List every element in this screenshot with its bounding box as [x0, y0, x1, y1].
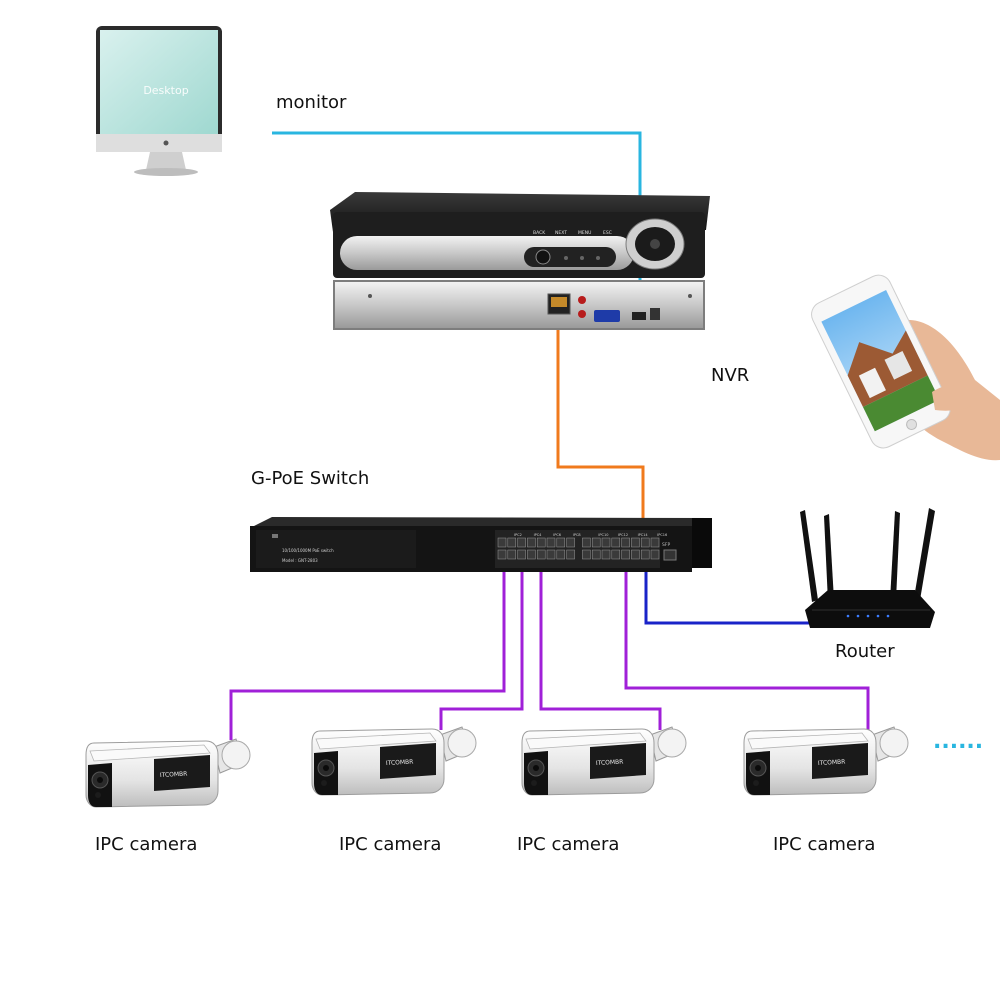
switch-port: [546, 549, 556, 560]
more-cameras-dots: ......: [933, 729, 983, 754]
switch-sfp-label: SFP: [662, 542, 670, 548]
nvr-button-menu: MENU: [578, 230, 591, 236]
switch-port: [497, 537, 507, 548]
switch-port: [536, 549, 546, 560]
switch-port: [621, 549, 630, 560]
router-cable: [644, 563, 820, 625]
switch-port: [640, 537, 650, 548]
nvr-label: NVR: [711, 365, 749, 386]
camera-cable-4: [624, 562, 870, 730]
camera-label-3: IPC camera: [517, 834, 619, 855]
switch-port: [621, 537, 630, 548]
smartphone-device: [811, 274, 1000, 461]
switch-port-label: IPC16: [657, 533, 667, 537]
switch-port: [582, 549, 591, 560]
router-label: Router: [835, 641, 895, 662]
monitor-device: Desktop: [96, 26, 222, 176]
nvr-device: BACK NEXT MENU ESC: [330, 192, 710, 330]
switch-port-grid: [497, 537, 660, 560]
switch-port: [517, 537, 526, 548]
switch-port: [582, 537, 591, 548]
switch-port-label: IPC8: [573, 533, 581, 537]
ipc-camera: ITCOMBR: [521, 726, 687, 796]
switch-port: [650, 549, 660, 560]
switch-port-label: IPC4: [534, 533, 543, 537]
camera-cable-2: [439, 562, 524, 730]
switch-port: [650, 537, 660, 548]
switch-port: [631, 537, 640, 548]
switch-port: [517, 549, 526, 560]
switch-port: [631, 549, 640, 560]
switch-port-labels: IPC2 IPC4 IPC6 IPC8 IPC10 IPC12 IPC14 IPC16: [514, 533, 667, 537]
switch-port-label: IPC10: [598, 533, 608, 537]
switch-port: [507, 537, 517, 548]
switch-port: [591, 537, 601, 548]
switch-port: [527, 537, 536, 548]
switch-port: [640, 549, 650, 560]
ipc-cameras: ITCOMBR ITCOMBR ITCOMBR ITCOMBR: [85, 726, 909, 808]
switch-model-line: 10/100/1000M PoE switch: [282, 548, 334, 553]
switch-port: [601, 537, 611, 548]
switch-port: [566, 537, 575, 548]
nvr-button-next: NEXT: [555, 230, 567, 236]
screen-desktop-text: Desktop: [143, 84, 188, 97]
switch-port: [556, 549, 566, 560]
switch-port-label: IPC14: [638, 533, 649, 537]
switch-port-label: IPC2: [514, 533, 522, 537]
camera-cable-3: [539, 562, 662, 730]
poe-switch-device: 10/100/1000M PoE switch Model : GNT-2803…: [250, 517, 712, 572]
ipc-camera: ITCOMBR: [743, 726, 909, 796]
camera-label-1: IPC camera: [95, 834, 197, 855]
switch-port: [527, 549, 536, 560]
switch-port: [507, 549, 517, 560]
camera-brand-text: ITCOMBR: [596, 759, 624, 767]
camera-brand-text: ITCOMBR: [160, 771, 188, 779]
switch-port: [611, 549, 621, 560]
switch-port: [601, 549, 611, 560]
ipc-camera: ITCOMBR: [85, 738, 251, 808]
monitor-label: monitor: [276, 92, 347, 113]
switch-port: [497, 549, 507, 560]
switch-port: [611, 537, 621, 548]
camera-label-2: IPC camera: [339, 834, 441, 855]
switch-port-label: IPC12: [618, 533, 628, 537]
nvr-button-back: BACK: [533, 230, 546, 236]
camera-brand-text: ITCOMBR: [818, 759, 846, 767]
ipc-camera: ITCOMBR: [311, 726, 477, 796]
camera-label-4: IPC camera: [773, 834, 875, 855]
switch-port: [591, 549, 601, 560]
switch-port: [536, 537, 546, 548]
nvr-button-esc: ESC: [603, 230, 612, 236]
switch-port: [566, 549, 575, 560]
router-device: [800, 508, 935, 628]
switch-model-number: Model : GNT-2803: [282, 558, 318, 563]
camera-cable-1: [229, 562, 506, 740]
switch-port: [556, 537, 566, 548]
poe-switch-label: G-PoE Switch: [251, 468, 369, 489]
switch-port-label: IPC6: [553, 533, 561, 537]
uplink-cable: [556, 312, 645, 545]
switch-port: [546, 537, 556, 548]
camera-brand-text: ITCOMBR: [386, 759, 414, 767]
